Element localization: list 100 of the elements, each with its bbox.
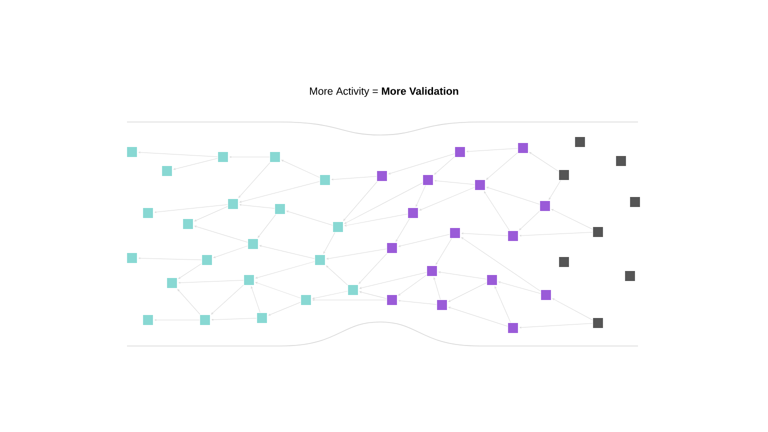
square-node xyxy=(347,284,359,296)
square-node xyxy=(274,203,286,215)
arrow xyxy=(213,246,248,258)
square-node xyxy=(539,200,551,212)
arrow xyxy=(255,261,315,279)
arrow xyxy=(326,266,348,286)
square-node xyxy=(449,227,461,239)
arrow xyxy=(448,282,487,302)
arrow xyxy=(138,152,218,157)
square-node xyxy=(386,294,398,306)
square-node xyxy=(227,198,239,210)
square-node xyxy=(592,226,604,238)
arrow xyxy=(250,286,260,313)
arrow xyxy=(211,284,244,314)
square-node xyxy=(319,174,331,186)
square-node xyxy=(269,151,281,163)
arrow xyxy=(238,162,270,198)
square-node xyxy=(422,174,434,186)
square-node xyxy=(256,312,268,324)
arrow xyxy=(178,263,202,279)
arrow xyxy=(268,302,301,316)
arrow xyxy=(239,204,275,209)
arrow xyxy=(343,181,378,221)
arrow xyxy=(461,232,508,236)
square-node xyxy=(199,314,211,326)
arrow xyxy=(434,156,455,175)
square-node xyxy=(574,136,586,148)
square-node xyxy=(386,242,398,254)
square-node xyxy=(332,221,344,233)
arrow xyxy=(359,272,427,289)
arrow xyxy=(344,182,423,224)
arrow xyxy=(211,318,257,321)
arrow xyxy=(358,253,388,284)
arrow xyxy=(344,214,408,226)
arrow xyxy=(466,148,518,152)
arrow xyxy=(154,204,228,214)
arrow xyxy=(194,206,228,222)
square-node xyxy=(507,230,519,242)
title: More Activity = More Validation xyxy=(310,87,458,97)
arrow xyxy=(359,291,387,299)
arrow xyxy=(396,218,410,242)
square-node xyxy=(624,270,636,282)
square-node xyxy=(300,294,312,306)
square-node xyxy=(558,169,570,181)
square-node xyxy=(629,196,641,208)
arrow xyxy=(519,232,593,236)
arrow xyxy=(312,290,348,300)
square-node xyxy=(540,289,552,301)
square-node xyxy=(558,256,570,268)
arrow xyxy=(194,226,248,243)
square-node xyxy=(201,254,213,266)
arrow xyxy=(286,210,333,226)
arrow xyxy=(258,214,276,238)
square-node xyxy=(517,142,529,154)
arrow xyxy=(239,181,320,203)
square-node xyxy=(182,218,194,230)
arrow xyxy=(416,185,426,207)
arrow xyxy=(519,210,540,230)
square-node xyxy=(486,274,498,286)
arrow xyxy=(494,286,511,323)
arrow xyxy=(259,245,315,259)
square-node xyxy=(407,207,419,219)
arrow xyxy=(398,234,450,247)
arrow xyxy=(281,160,320,178)
arrow xyxy=(529,152,559,172)
arrow xyxy=(448,306,508,326)
square-node xyxy=(217,151,229,163)
square-node xyxy=(126,252,138,264)
arrow xyxy=(398,274,427,296)
arrow xyxy=(177,289,200,315)
square-node xyxy=(126,146,138,158)
arrow xyxy=(551,208,593,230)
square-node xyxy=(166,277,178,289)
arrow xyxy=(484,191,510,231)
arrow xyxy=(173,158,218,170)
arrow xyxy=(398,300,437,305)
arrow xyxy=(498,281,541,294)
arrow xyxy=(178,280,244,284)
arrow xyxy=(519,323,593,328)
arrow xyxy=(323,232,336,254)
arrow xyxy=(436,238,452,265)
square-node xyxy=(615,155,627,167)
arrow xyxy=(419,187,475,211)
square-node xyxy=(142,314,154,326)
arrow xyxy=(434,277,441,300)
square-node xyxy=(474,179,486,191)
arrow xyxy=(138,257,202,260)
square-node xyxy=(376,170,388,182)
square-node xyxy=(243,274,255,286)
square-node xyxy=(507,322,519,334)
square-node xyxy=(142,207,154,219)
arrow xyxy=(552,298,593,320)
arrow xyxy=(548,180,561,200)
arrow xyxy=(486,186,540,204)
arrow xyxy=(461,237,541,292)
square-node xyxy=(436,299,448,311)
square-node xyxy=(247,238,259,250)
square-node xyxy=(161,165,173,177)
square-node xyxy=(314,254,326,266)
arrow xyxy=(486,152,518,180)
